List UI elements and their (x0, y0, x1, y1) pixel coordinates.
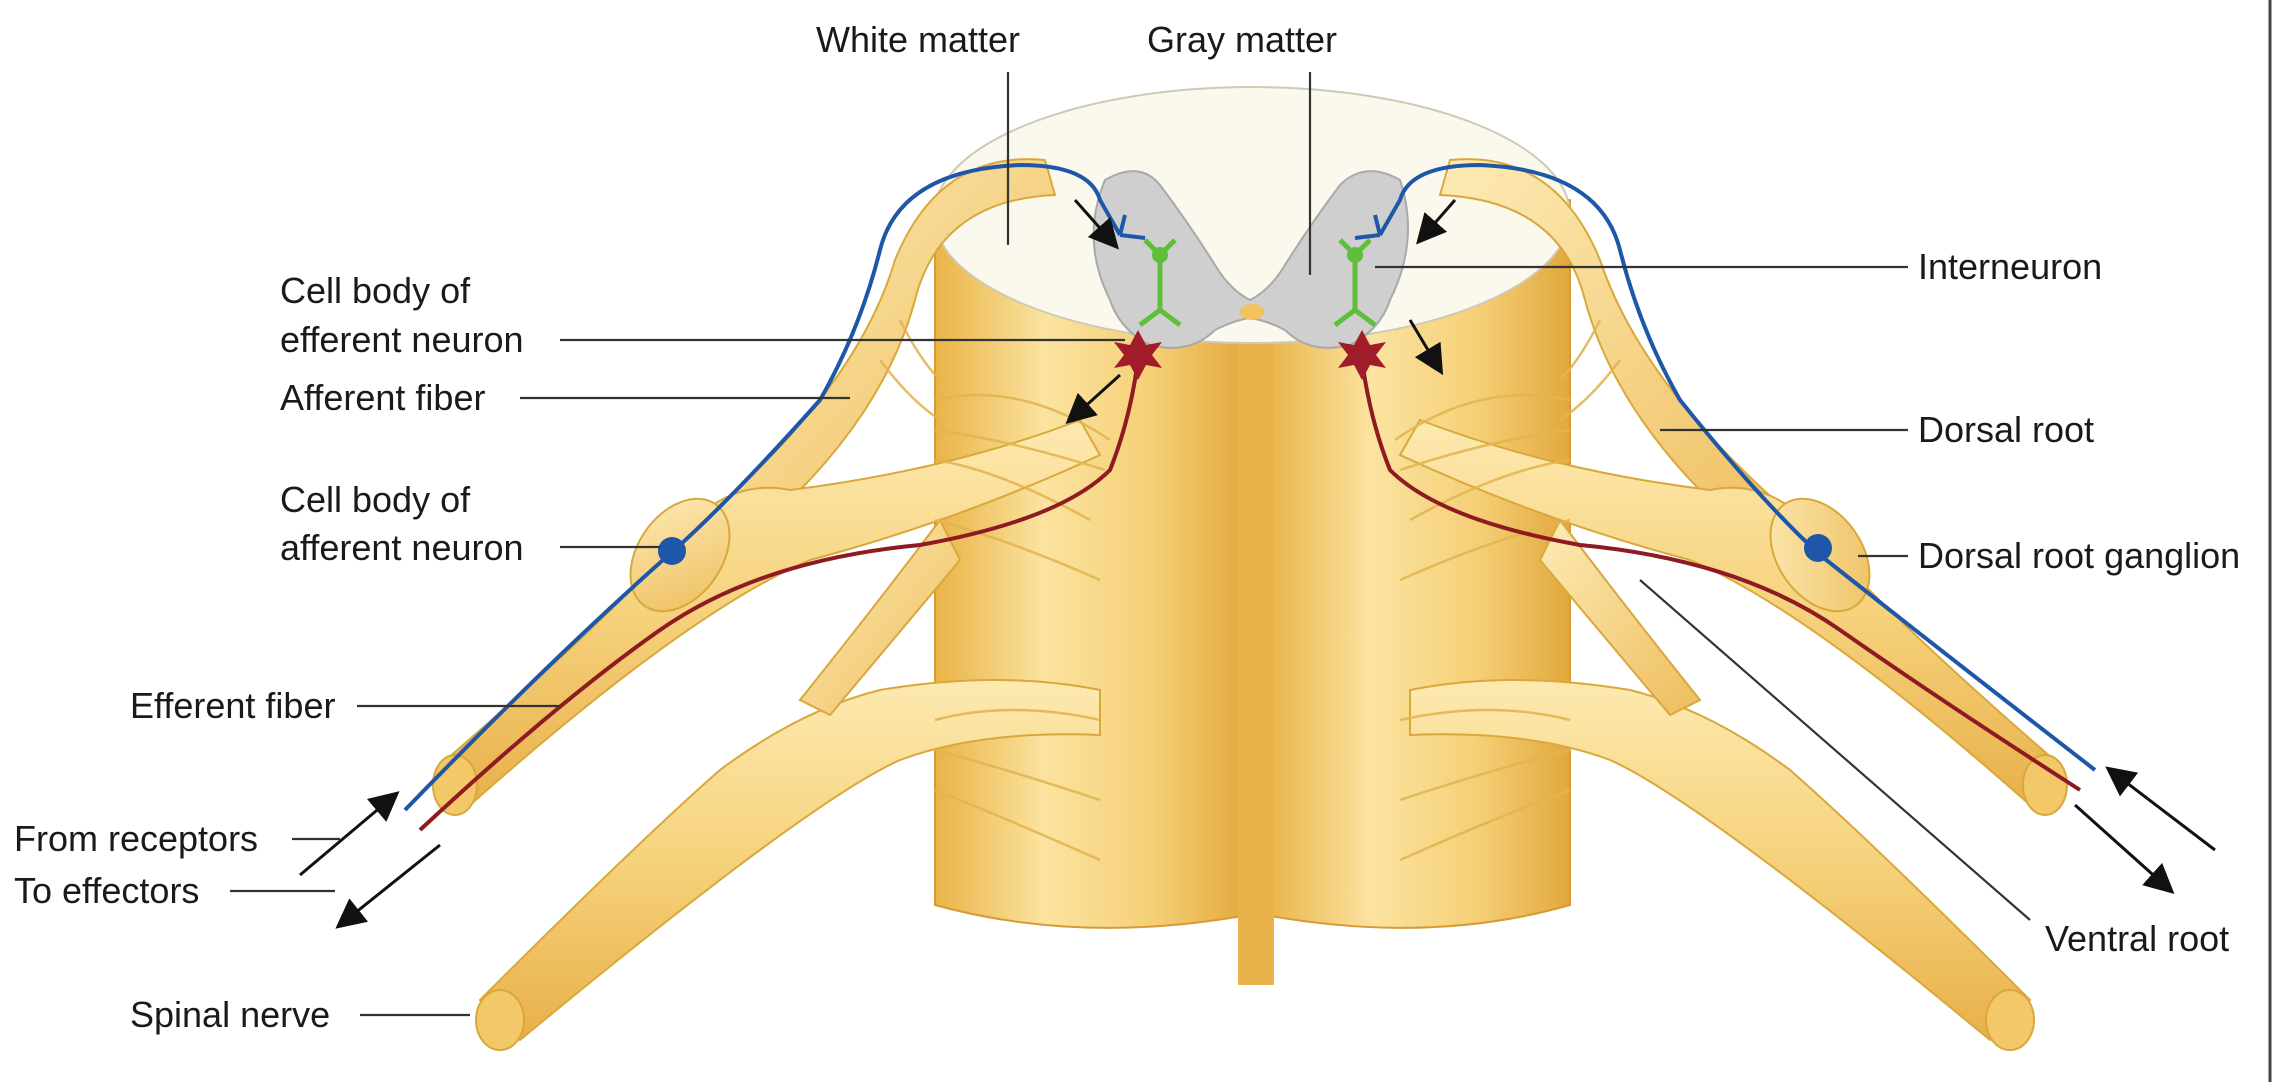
label-ventral-root: Ventral root (2045, 918, 2229, 959)
rootlets-left (879, 319, 1111, 862)
efferent-neuron-left (418, 359, 1140, 832)
dorsal-root-left-lower (798, 518, 962, 717)
label-interneuron: Interneuron (1918, 246, 2102, 287)
efferent-cell-body-left (1114, 330, 1162, 380)
label-from-receptors: From receptors (14, 818, 258, 859)
spinal-nerve-left-lower (475, 679, 1101, 1051)
label-afferent-fiber: Afferent fiber (280, 377, 485, 418)
labels: White matter Gray matter Cell body of ef… (14, 19, 2240, 1035)
label-cell-body-afferent-line2: afferent neuron (280, 527, 524, 568)
label-cell-body-afferent-line1: Cell body of (280, 479, 471, 520)
label-to-effectors: To effectors (14, 870, 199, 911)
label-dorsal-root-ganglion: Dorsal root ganglion (1918, 535, 2240, 576)
spinal-nerve-right-lower (1409, 679, 2035, 1051)
label-dorsal-root: Dorsal root (1918, 409, 2094, 450)
rootlets-right (1394, 319, 1621, 862)
interneuron-right (1333, 238, 1377, 327)
label-efferent-fiber: Efferent fiber (130, 685, 335, 726)
spinal-cord (933, 86, 1571, 985)
efferent-neuron-right (1360, 359, 2082, 792)
afferent-neuron-left (403, 162, 1146, 812)
signal-arrows (299, 199, 2216, 929)
dorsal-root-right-lower (1538, 518, 1702, 717)
label-cell-body-efferent-line1: Cell body of (280, 270, 471, 311)
label-spinal-nerve: Spinal nerve (130, 994, 330, 1035)
interneuron-left (1138, 238, 1182, 327)
leader-lines (230, 72, 2031, 1017)
label-white-matter: White matter (816, 19, 1020, 60)
label-gray-matter: Gray matter (1147, 19, 1337, 60)
gray-matter-region (1092, 170, 1409, 349)
afferent-neuron-right (1354, 162, 2097, 772)
label-cell-body-efferent-line2: efferent neuron (280, 319, 524, 360)
efferent-cell-body-right (1338, 330, 1386, 380)
